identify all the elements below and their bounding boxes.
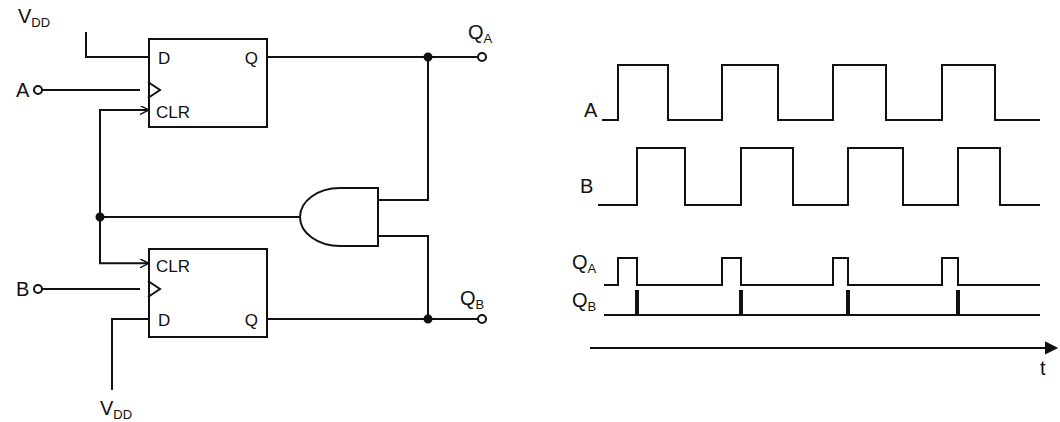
signal-name: VDD bbox=[100, 398, 132, 421]
pin-name: CLR bbox=[156, 104, 190, 121]
output-terminal bbox=[478, 53, 486, 61]
signal-name: B bbox=[580, 176, 593, 196]
clear-wire bbox=[100, 110, 148, 263]
supply-wire bbox=[86, 32, 148, 57]
clock-wire bbox=[42, 89, 140, 91]
input-terminal bbox=[34, 285, 42, 293]
gate-input-wire bbox=[378, 236, 428, 319]
supply-wire bbox=[112, 319, 148, 390]
axis-arrow bbox=[1046, 343, 1056, 353]
output-terminal bbox=[478, 315, 486, 323]
signal-name: QB bbox=[572, 290, 596, 313]
flip-flop-box: CLR D Q bbox=[148, 248, 268, 338]
waveform-qb bbox=[604, 314, 1040, 316]
pin-name: Q bbox=[245, 312, 258, 329]
gate-input-wire bbox=[378, 57, 428, 200]
output-wire bbox=[268, 318, 478, 320]
pin-name: CLR bbox=[156, 258, 190, 275]
waveform-a bbox=[602, 65, 1040, 120]
time-axis bbox=[590, 347, 1048, 349]
pin-name: D bbox=[158, 312, 170, 329]
signal-name: B bbox=[16, 279, 29, 299]
signal-name: t bbox=[1040, 358, 1046, 378]
signal-name: VDD bbox=[18, 6, 50, 29]
and-gate bbox=[300, 188, 378, 246]
reset-wire bbox=[100, 216, 300, 218]
signal-name: QA bbox=[572, 252, 596, 275]
junction-dot bbox=[425, 54, 432, 61]
input-terminal bbox=[34, 86, 42, 94]
pin-name: Q bbox=[245, 50, 258, 67]
waveform-b bbox=[598, 148, 1040, 205]
clock-wire bbox=[42, 288, 140, 290]
signal-name: QB bbox=[460, 288, 484, 311]
flip-flop-box: D Q CLR bbox=[148, 38, 268, 128]
output-wire bbox=[268, 56, 478, 58]
qb-pulses bbox=[637, 290, 958, 315]
waveform-qa bbox=[604, 258, 1040, 285]
signal-name: A bbox=[16, 80, 29, 100]
signal-name: QA bbox=[468, 22, 492, 45]
signal-name: A bbox=[584, 100, 597, 120]
pin-name: D bbox=[158, 50, 170, 67]
junction-dot bbox=[425, 316, 432, 323]
